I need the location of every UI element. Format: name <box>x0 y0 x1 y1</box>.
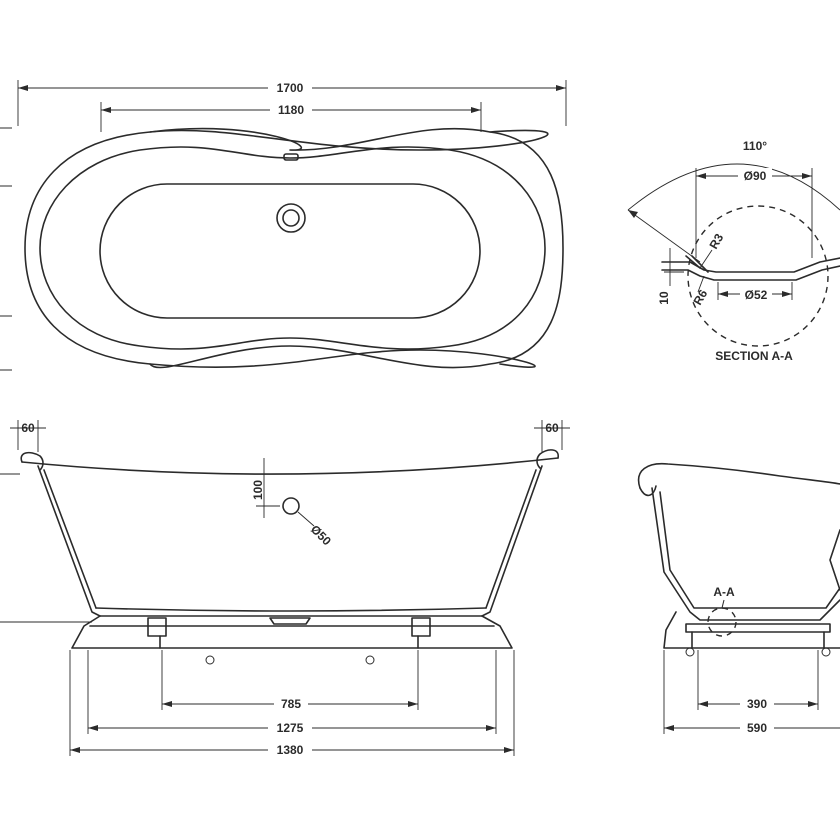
plan-middle-rim <box>39 146 546 350</box>
dim-label-590: 590 <box>747 721 767 735</box>
waste-diameter-label: Ø50 <box>308 522 334 548</box>
section-caption: SECTION A-A <box>715 349 793 363</box>
side-waste <box>282 497 300 515</box>
end-view: A-A <box>637 462 840 657</box>
diameter-90-label: Ø90 <box>744 169 767 183</box>
section-profile <box>661 257 840 273</box>
dim-inner-length: 1180 <box>100 102 482 132</box>
dim-label-1275: 1275 <box>277 721 304 735</box>
dim-base-inner: 1275 <box>87 650 497 735</box>
rim-left-label: 60 <box>21 421 35 435</box>
plan-outer-rim-right <box>149 127 564 369</box>
radius-r6-label: R6 <box>690 287 710 308</box>
section-detail: 110° Ø90 Ø52 10 R3 R6 SECTION A-A <box>627 139 840 363</box>
dim-base-width: 590 <box>663 650 840 735</box>
dim-label-1380: 1380 <box>277 743 304 757</box>
end-outline <box>637 462 840 489</box>
end-plinth <box>663 611 840 649</box>
section-marker-label: A-A <box>713 585 735 599</box>
side-foot-right <box>411 617 431 637</box>
section-marker-circle <box>707 607 737 637</box>
dim-label-1180: 1180 <box>278 103 304 117</box>
dim-label-1700: 1700 <box>277 81 304 95</box>
dim-label-785: 785 <box>281 697 301 711</box>
dim-label-390: 390 <box>747 697 767 711</box>
dim-base-outer: 1380 <box>69 650 515 757</box>
side-view: 100 Ø50 <box>0 449 559 665</box>
dim-overall-length: 1700 <box>17 80 567 126</box>
dim-foot-spacing-end: 390 <box>697 650 819 711</box>
rim-right-label: 60 <box>545 421 559 435</box>
dim-rim-left: 60 <box>10 420 46 452</box>
radius-r3-label: R3 <box>706 231 726 252</box>
diameter-52-label: Ø52 <box>745 288 768 302</box>
depth-10-label: 10 <box>657 291 671 305</box>
plan-inner-basin <box>99 183 481 319</box>
plan-overflow <box>283 153 299 161</box>
side-rim <box>21 457 559 475</box>
side-foot-left <box>147 617 167 637</box>
plan-outer-rim <box>24 129 549 368</box>
plan-view <box>0 127 564 371</box>
side-right-wall <box>481 465 543 617</box>
angle-label: 110° <box>743 139 767 153</box>
angle-arc <box>627 163 840 211</box>
dim-foot-spacing-side: 785 <box>161 650 419 711</box>
plan-waste-outer <box>276 203 306 233</box>
side-plinth <box>71 615 513 649</box>
section-detail-circle <box>687 205 829 347</box>
side-left-wall <box>37 465 101 617</box>
plan-waste-inner <box>282 209 300 227</box>
waste-height-label: 100 <box>251 480 265 500</box>
dim-rim-right: 60 <box>534 420 570 452</box>
